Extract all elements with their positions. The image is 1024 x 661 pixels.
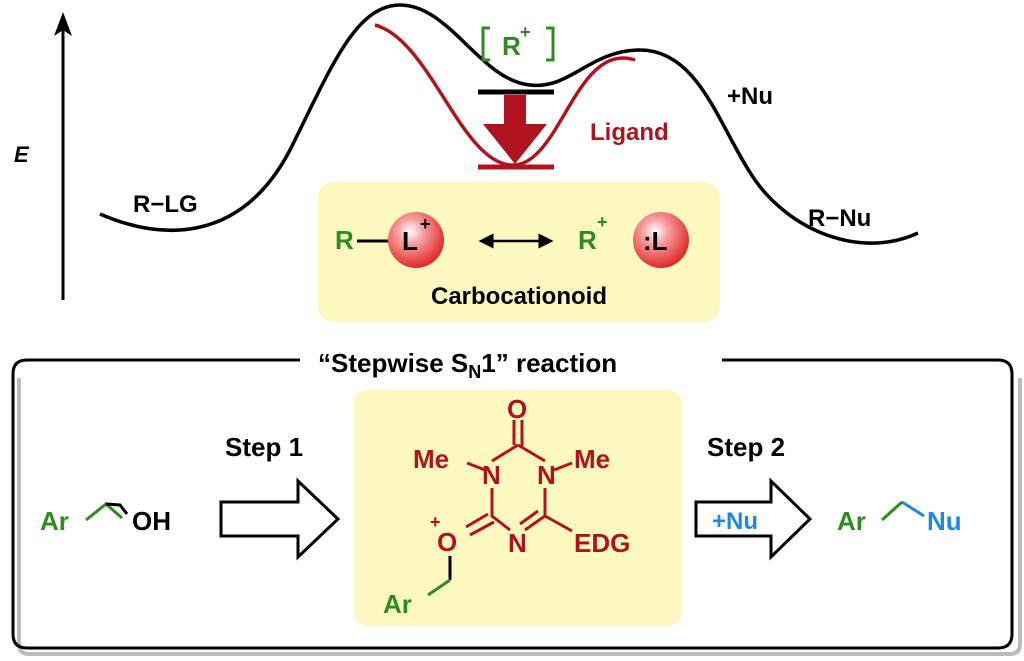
energy-axis-label: E [14, 142, 30, 167]
product-bond-blue [901, 500, 925, 518]
step1-label: Step 1 [225, 432, 303, 462]
left-bracket [481, 26, 490, 62]
product-label: R−Nu [808, 205, 871, 232]
right-charge: + [597, 212, 608, 232]
carbocationoid-title: Carbocationoid [431, 283, 607, 310]
ch2-ar-bond [427, 578, 451, 597]
nucleophile-label: +Nu [727, 83, 773, 110]
start-bonds [85, 502, 123, 522]
right-bracket [546, 26, 555, 62]
edg-label: EDG [574, 528, 630, 558]
reaction-profile-curve [99, 3, 919, 245]
triazinone-intermediate: O N N Me Me O + N EDG Ar [383, 394, 630, 619]
ligand-ball-left [388, 212, 444, 268]
product-molecule: Ar Nu [837, 500, 962, 536]
left-l: L [402, 226, 418, 256]
step2-arrow [694, 477, 813, 561]
me-left-bond [466, 461, 486, 472]
oxonium-bond-2 [469, 520, 495, 537]
reaction-box-frame [11, 358, 1014, 650]
ligand-ball-right [633, 212, 689, 268]
carbonyl-o: O [507, 394, 527, 424]
edg-bond [544, 514, 573, 533]
starting-alcohol: Ar OH [40, 502, 171, 536]
me-right: Me [574, 444, 610, 474]
start-ar: Ar [40, 506, 69, 536]
right-l: :L [643, 226, 668, 256]
stabilization-arrow [483, 95, 547, 164]
start-bond-black [105, 502, 129, 515]
product-bond-green [880, 500, 904, 522]
n-bottom: N [508, 528, 527, 558]
step1-arrow [219, 477, 341, 561]
product-nu: Nu [927, 506, 962, 536]
n-right: N [537, 460, 556, 490]
oxonium-o: O [437, 527, 457, 557]
n-left: N [482, 460, 501, 490]
energy-axis-arrowhead [54, 12, 72, 36]
left-charge: + [420, 214, 431, 234]
intermediate-background [354, 390, 682, 626]
right-r: R [578, 225, 597, 255]
free-carbocation: R + [481, 22, 555, 62]
product-ar: Ar [837, 506, 866, 536]
me-left: Me [413, 444, 449, 474]
me-right-bond [553, 461, 573, 472]
ring-double-bond [519, 509, 539, 526]
carbocationoid-box: R L + R + :L Carbocationoid [318, 182, 720, 322]
reaction-box-title: “Stepwise SN1” reaction [318, 348, 617, 382]
left-r: R [335, 225, 354, 255]
step2-label: Step 2 [707, 432, 785, 462]
oxonium-charge: + [430, 512, 441, 532]
energy-diagram: E R + Ligand +Nu R−LG R−Nu [14, 3, 919, 300]
intermediate-r: R [502, 31, 521, 61]
oxonium-bond-1 [465, 512, 489, 529]
start-oh: OH [132, 506, 171, 536]
reactant-label: R−LG [133, 191, 198, 218]
ligand-label: Ligand [590, 119, 669, 146]
reaction-box: “Stepwise SN1” reaction Ar OH Step 1 Ste… [11, 348, 1022, 656]
intermediate-ar: Ar [383, 589, 412, 619]
intermediate-charge: + [520, 22, 531, 42]
step2-reagent: +Nu [712, 508, 758, 535]
